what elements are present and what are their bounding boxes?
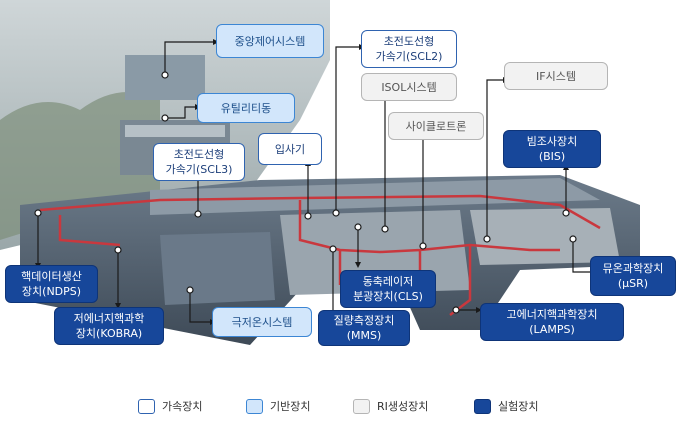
legend-swatch-experiment xyxy=(474,398,491,414)
label-lamps: 고에너지핵과학장치 (LAMPS) xyxy=(480,303,624,341)
legend-swatch-ri-generation xyxy=(353,398,370,414)
label-ndps: 핵데이터생산 장치(NDPS) xyxy=(5,265,98,303)
legend-label-experiment: 실험장치 xyxy=(498,400,539,413)
legend-label-accelerator: 가속장치 xyxy=(162,400,203,413)
legend-swatch-accelerator xyxy=(138,398,155,414)
label-mms: 질량측정장치 (MMS) xyxy=(318,310,410,346)
label-cryo: 극저온시스템 xyxy=(212,307,312,337)
label-central-control: 중앙제어시스템 xyxy=(216,24,324,58)
legend-accelerator: 가속장치 xyxy=(138,398,202,414)
label-kobra: 저에너지핵과학 장치(KOBRA) xyxy=(54,307,164,345)
label-injector: 입사기 xyxy=(258,133,322,165)
legend-label-ri-generation: RI생성장치 xyxy=(377,400,429,413)
label-utility: 유틸리티동 xyxy=(197,93,295,123)
leader-lines xyxy=(37,41,590,323)
label-scl3: 초전도선형 가속기(SCL3) xyxy=(153,143,245,181)
legend-label-infrastructure: 기반장치 xyxy=(270,400,311,413)
leader-dots xyxy=(34,71,577,314)
label-isol: ISOL시스템 xyxy=(361,73,457,101)
legend-infrastructure: 기반장치 xyxy=(246,398,310,414)
legend-experiment: 실험장치 xyxy=(474,398,538,414)
legend-swatch-infrastructure xyxy=(246,398,263,414)
ring-hall xyxy=(470,208,620,265)
label-if-system: IF시스템 xyxy=(504,62,608,90)
label-cyclotron: 사이클로트론 xyxy=(388,112,484,140)
legend-ri-generation: RI생성장치 xyxy=(353,398,428,414)
utility-roof xyxy=(125,125,225,137)
label-scl2: 초전도선형 가속기(SCL2) xyxy=(361,30,457,68)
label-msr: 뮤온과학장치 (μSR) xyxy=(590,256,676,296)
cryo-building xyxy=(160,232,275,305)
label-bis: 빔조사장치 (BIS) xyxy=(503,130,601,168)
label-cls: 동축레이저 분광장치(CLS) xyxy=(340,270,436,308)
